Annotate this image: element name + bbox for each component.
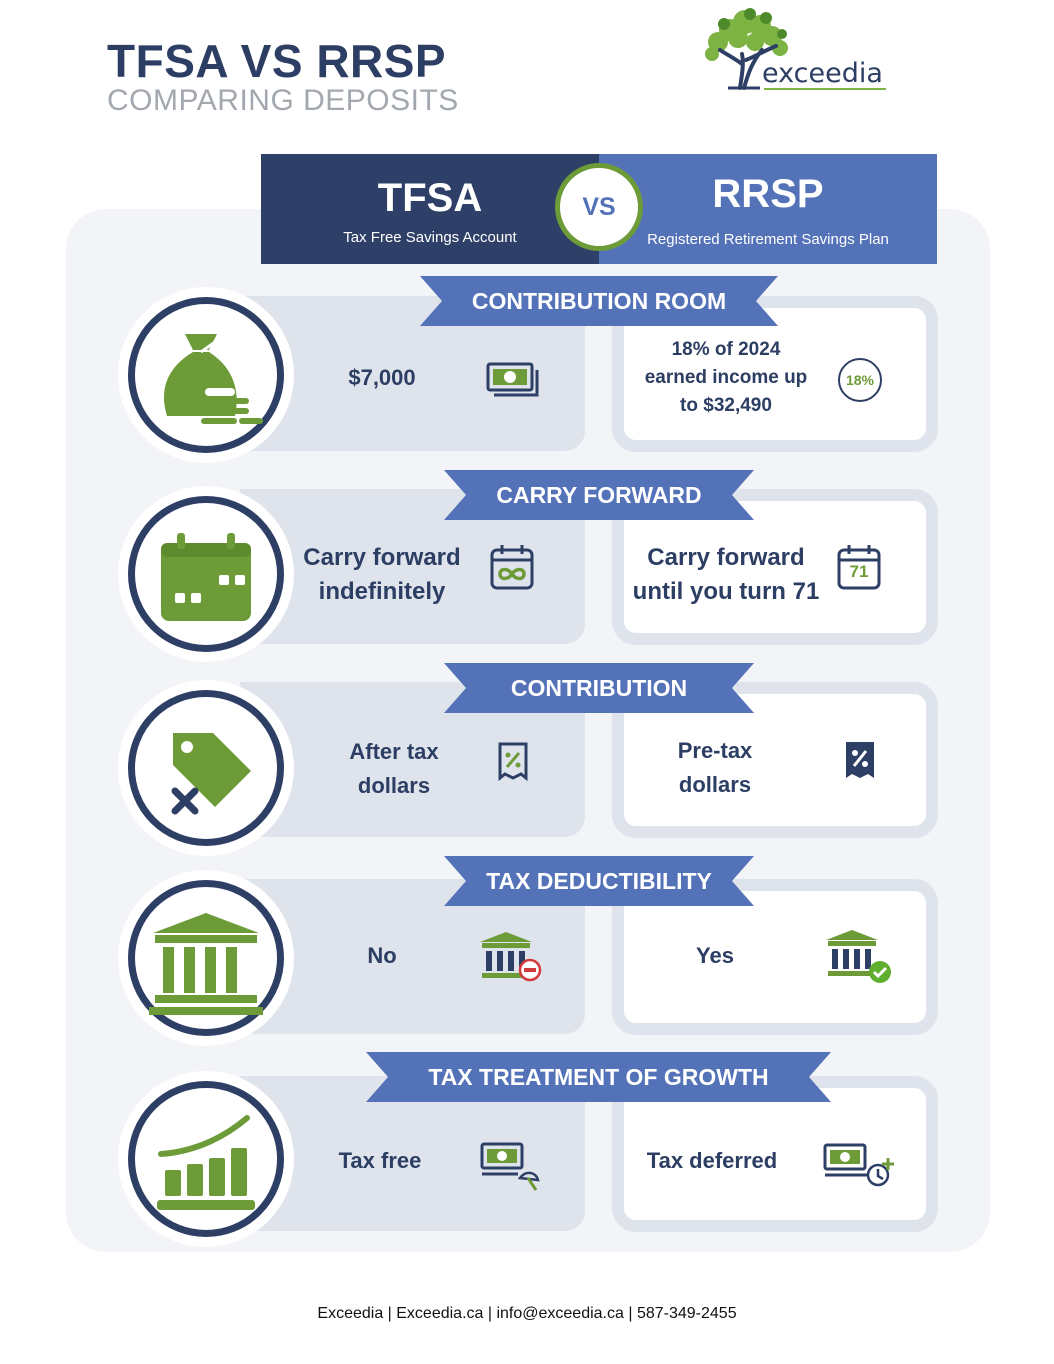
tfsa-contribution-text: After tax dollars (316, 735, 472, 803)
tfsa-header: TFSA Tax Free Savings Account (261, 154, 599, 264)
rrsp-carry-forward-line: until you turn 71 (632, 578, 820, 605)
rrsp-contribution-card (612, 682, 938, 838)
rrsp-carry-forward-text: Carry forward until you turn 71 (624, 541, 828, 609)
growth-chart-icon (157, 1115, 255, 1210)
tfsa-contribution-line: dollars (357, 773, 431, 798)
cash-icon (486, 362, 539, 397)
logo-text: exceedia (762, 58, 883, 89)
rrsp-carry-forward-line: Carry forward (647, 544, 805, 571)
tfsa-carry-forward-line: indefinitely (318, 578, 446, 605)
rrsp-name: RRSP (712, 172, 824, 216)
calendar-icon (161, 533, 251, 621)
rrsp-contribution-line: to $32,490 (680, 395, 772, 416)
receipt-percent-filled-icon (846, 742, 874, 778)
money-bag-icon (163, 334, 263, 424)
calendar-outline-icon (837, 545, 881, 590)
receipt-percent-outline-icon (498, 742, 528, 781)
row-title-contribution: CONTRIBUTION (444, 663, 754, 713)
row-title-tax-deductibility: TAX DEDUCTIBILITY (444, 856, 754, 906)
calendar-71-label: 71 (849, 562, 869, 581)
rrsp-contribution-line: 18% of 2024 (671, 339, 781, 360)
tax-tag-icon (171, 733, 251, 815)
cash-clock-icon (823, 1143, 894, 1187)
calendar-infinity-icon (490, 545, 534, 590)
percent-badge-icon: 18% (838, 358, 882, 402)
tfsa-contribution-room-value: $7,000 (348, 365, 416, 390)
rrsp-header: RRSP Registered Retirement Savings Plan (599, 154, 937, 264)
tfsa-carry-forward-line: Carry forward (303, 544, 461, 571)
tree-logo-icon (705, 8, 788, 90)
logo-underline (764, 88, 886, 90)
rrsp-contribution-line: dollars (678, 772, 752, 797)
bank-yes-icon (826, 930, 891, 983)
rrsp-full-name: Registered Retirement Savings Plan (647, 231, 889, 248)
vs-badge: VS (555, 163, 643, 251)
page-subtitle: COMPARING DEPOSITS (107, 84, 459, 117)
tfsa-growth-value: Tax free (338, 1148, 422, 1173)
page-title: TFSA VS RRSP (107, 35, 447, 87)
row-title-tax-treatment-of-growth: TAX TREATMENT OF GROWTH (366, 1052, 831, 1102)
rrsp-contribution-line: earned income up (644, 367, 808, 388)
row-title-carry-forward: CARRY FORWARD (444, 470, 754, 520)
row-icon-circle (118, 680, 294, 856)
rrsp-contribution-text: Pre-tax dollars (648, 734, 782, 802)
tfsa-name: TFSA (377, 176, 483, 220)
tfsa-carry-forward-text: Carry forward indefinitely (292, 541, 472, 609)
calendar-71-icon: 71 (836, 542, 884, 590)
row-icon-circle (118, 870, 294, 1046)
cash-umbrella-icon (480, 1142, 540, 1191)
tfsa-contribution-line: After tax (349, 739, 439, 764)
footer-contact: Exceedia | Exceedia.ca | info@exceedia.c… (317, 1305, 737, 1322)
exceedia-logo: exceedia (700, 4, 890, 90)
tfsa-tax-deductibility-value: No (367, 943, 397, 968)
bank-no-icon (480, 932, 542, 982)
row-icon-circle (118, 486, 294, 662)
rrsp-contribution-room-text: 18% of 2024 earned income up to $32,490 (626, 336, 826, 420)
row-icon-circle (118, 287, 294, 463)
rrsp-growth-value: Tax deferred (646, 1148, 778, 1173)
tfsa-full-name: Tax Free Savings Account (343, 229, 517, 246)
row-title-contribution-room: CONTRIBUTION ROOM (420, 276, 778, 326)
bank-icon (149, 913, 263, 1015)
row-icon-circle (118, 1071, 294, 1247)
rrsp-contribution-line: Pre-tax (677, 738, 753, 763)
rrsp-tax-deductibility-value: Yes (696, 943, 734, 968)
